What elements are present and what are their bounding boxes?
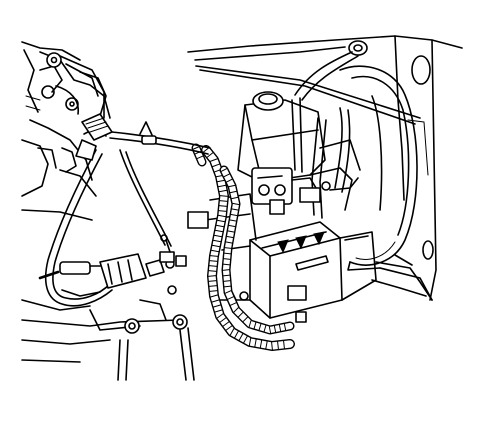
abs-control-module: [249, 221, 343, 323]
throttle-linkage-bracket: [46, 52, 105, 119]
cable-clip: [139, 121, 157, 145]
firewall-grommet: [348, 40, 368, 56]
mounting-bolts: [124, 285, 188, 334]
wiring-harness-conduit: [191, 143, 295, 351]
brake-booster: [339, 65, 418, 271]
bolt-2: [172, 314, 188, 330]
connector-block: [159, 234, 187, 267]
lower-right-bracket: [371, 261, 433, 301]
arrow-marker-2: [295, 235, 307, 250]
throttle-cable: [44, 131, 211, 307]
bolt-3: [167, 285, 177, 295]
vacuum-hose: [294, 51, 359, 101]
arrow-marker-1: [277, 239, 289, 254]
firewall-panel: [187, 35, 463, 301]
cable-actuator: [38, 253, 175, 297]
combination-valve: [251, 167, 331, 215]
arrow-marker-3: [313, 231, 325, 246]
bolt-1: [124, 318, 140, 334]
engine-block: [21, 41, 111, 221]
lower-frame: [21, 299, 195, 381]
cable-fitting-engine: [75, 113, 113, 161]
master-cylinder: [237, 91, 361, 211]
